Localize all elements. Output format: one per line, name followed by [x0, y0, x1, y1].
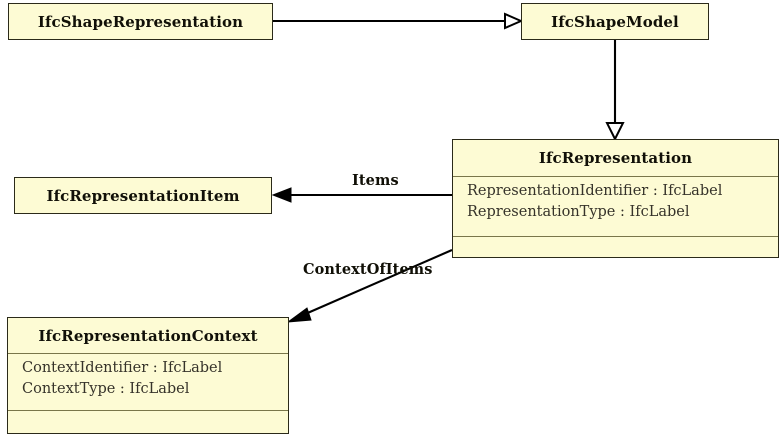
edge-label-items: Items: [352, 172, 399, 189]
class-box-ifc-representation-context[interactable]: IfcRepresentationContext ContextIdentifi…: [7, 317, 289, 434]
class-box-ifc-representation[interactable]: IfcRepresentation RepresentationIdentifi…: [452, 139, 779, 258]
class-title-ifc-shape-model: IfcShapeModel: [551, 12, 679, 31]
class-box-ifc-shape-representation[interactable]: IfcShapeRepresentation: [8, 3, 273, 40]
hollow-triangle-arrowhead-shapemodel: [504, 12, 524, 30]
class-box-ifc-representation-item[interactable]: IfcRepresentationItem: [14, 177, 272, 214]
solid-arrowhead-representationcontext: [286, 307, 312, 323]
class-box-ifc-shape-model[interactable]: IfcShapeModel: [521, 3, 709, 40]
solid-arrowhead-representationitem: [271, 187, 292, 203]
class-attributes-ifc-representation: RepresentationIdentifier : IfcLabel Repr…: [453, 176, 778, 236]
class-title-ifc-representation: IfcRepresentation: [538, 149, 693, 167]
class-title-ifc-representation-item: IfcRepresentationItem: [46, 186, 240, 205]
connector-representation-to-representationcontext: [302, 249, 453, 316]
attribute-row: ContextIdentifier : IfcLabel: [22, 360, 223, 376]
hollow-triangle-arrowhead-representation: [605, 122, 625, 142]
attribute-row: ContextType : IfcLabel: [22, 381, 190, 398]
edge-label-context-of-items: ContextOfItems: [303, 261, 433, 278]
class-title-ifc-shape-representation: IfcShapeRepresentation: [37, 12, 244, 31]
class-attributes-ifc-representation-context: ContextIdentifier : IfcLabel ContextType…: [8, 353, 288, 410]
attribute-row: RepresentationIdentifier : IfcLabel: [467, 183, 723, 199]
attribute-row: RepresentationType : IfcLabel: [467, 204, 690, 221]
class-operations-ifc-representation-context: [8, 410, 288, 433]
class-operations-ifc-representation: [453, 236, 778, 257]
class-title-ifc-representation-context: IfcRepresentationContext: [38, 326, 258, 345]
